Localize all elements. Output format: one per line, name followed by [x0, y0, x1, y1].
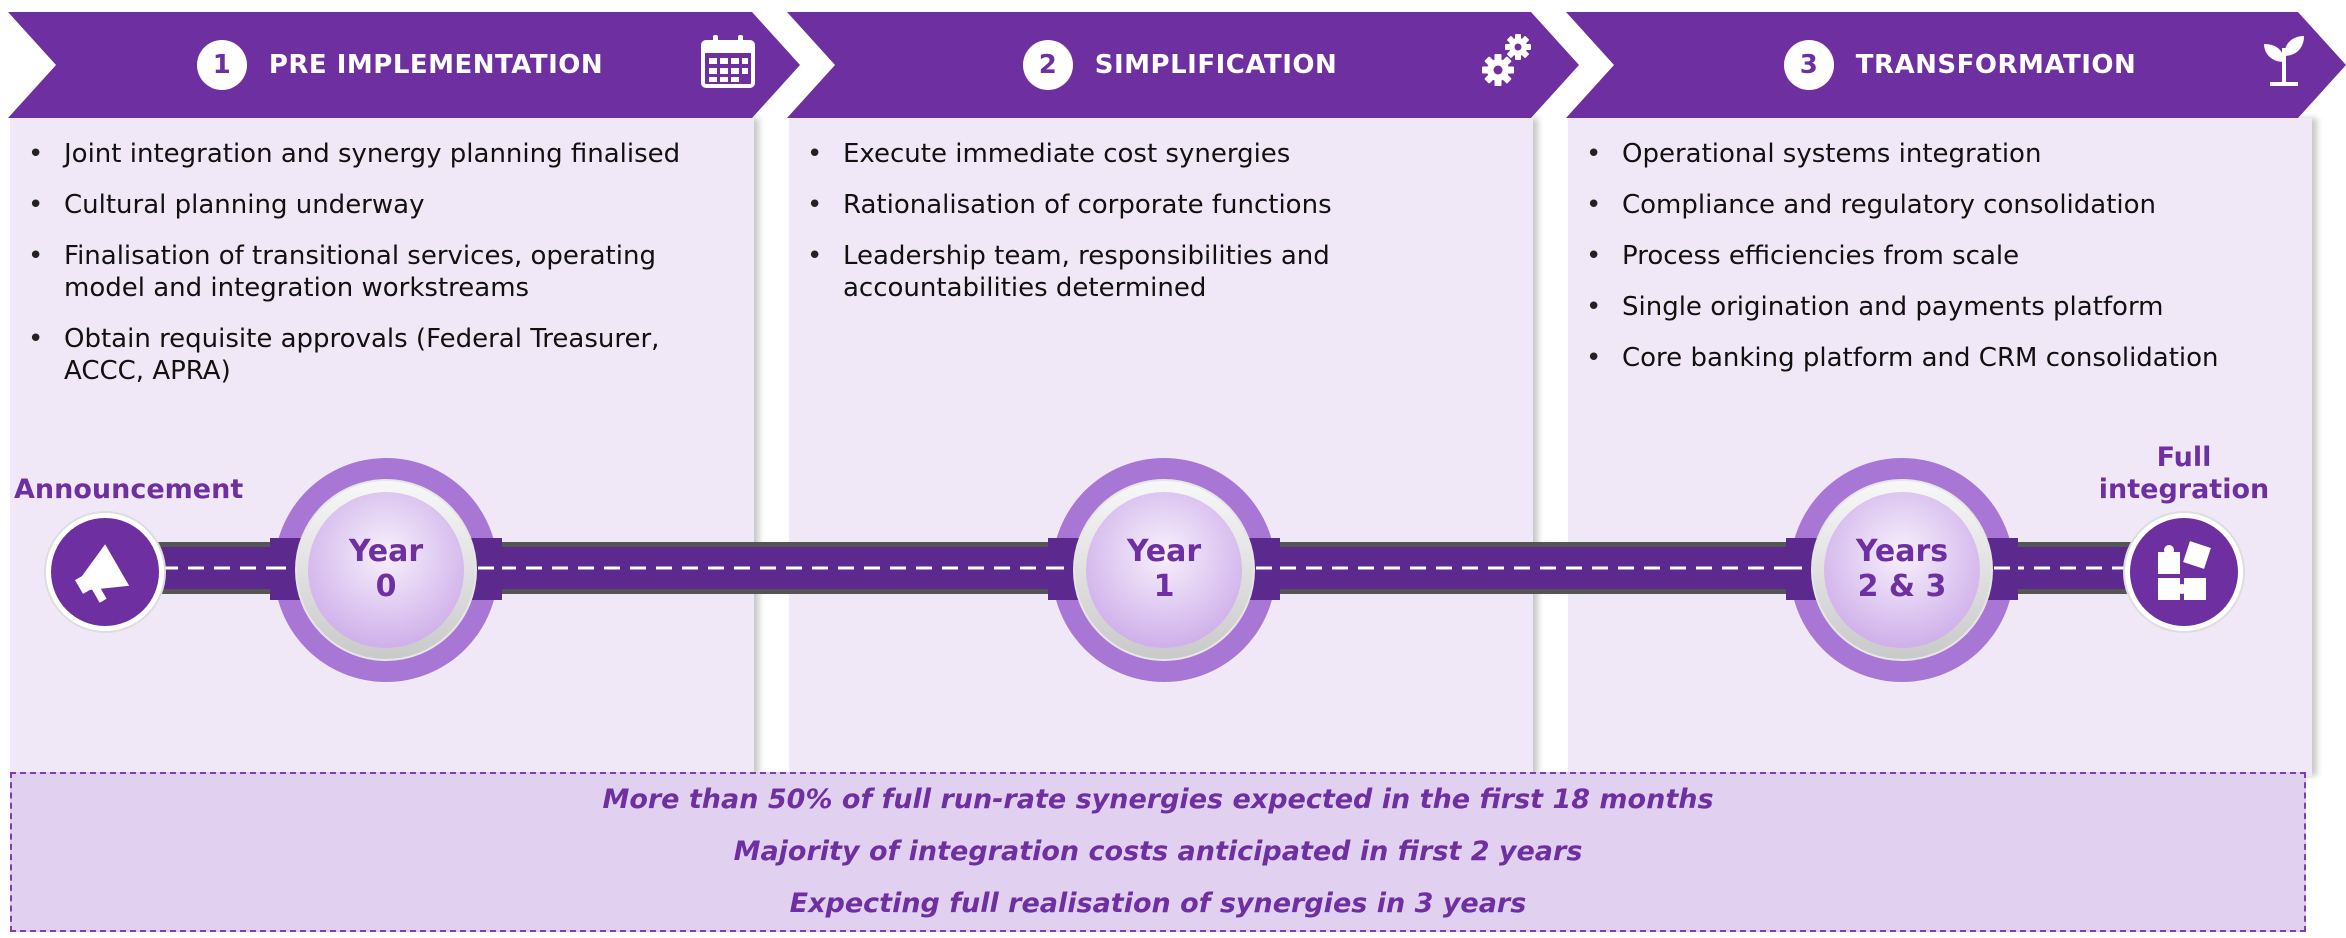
list-item: Joint integration and synergy planning f… [28, 138, 744, 170]
phase-title: TRANSFORMATION [1855, 50, 2137, 80]
phase-header-2: 2 SIMPLIFICATION [840, 12, 1520, 118]
gears-icon [1482, 34, 1531, 86]
phase-1-bullet-list: Joint integration and synergy planning f… [10, 138, 744, 406]
phase-header-3: 3 TRANSFORMATION [1620, 12, 2300, 118]
list-item: Finalisation of transitional services, o… [28, 240, 744, 304]
full-integration-line2: integration [2098, 474, 2270, 505]
phase-number-badge: 1 [196, 40, 247, 90]
milestone-years23-label: Years 2 & 3 [1822, 534, 1982, 604]
list-item: Rationalisation of corporate functions [807, 189, 1523, 221]
phase-number-badge: 3 [1783, 40, 1834, 90]
phase-title: PRE IMPLEMENTATION [268, 50, 604, 80]
milestone-text: Years [1855, 534, 1949, 569]
puzzle-icon [2123, 511, 2245, 633]
list-item: Execute immediate cost synergies [807, 138, 1523, 170]
phase-header-1: 1 PRE IMPLEMENTATION [60, 12, 740, 118]
list-item: Cultural planning underway [28, 189, 744, 221]
synergy-summary-box: More than 50% of full run-rate synergies… [10, 772, 2306, 932]
announcement-label: Announcement [14, 474, 244, 505]
milestone-text: Year [1126, 534, 1202, 569]
milestone-year0-label: Year 0 [306, 534, 466, 604]
calendar-icon [701, 35, 755, 88]
list-item: Obtain requisite approvals (Federal Trea… [28, 323, 744, 387]
megaphone-icon [44, 511, 166, 633]
phase-header-arrow-3 [1566, 12, 2346, 118]
milestone-ring-year1 [1048, 458, 1280, 682]
phase-header-arrow-2 [787, 12, 1579, 118]
phase-header-arrow-1 [8, 12, 800, 118]
full-integration-label: Full integration [2084, 442, 2284, 506]
milestone-text: 1 [1153, 569, 1175, 604]
milestone-ring-year0 [270, 458, 502, 682]
milestone-text: Year [348, 534, 424, 569]
phase-number-badge: 2 [1022, 40, 1073, 90]
milestone-text: 2 & 3 [1857, 569, 1947, 604]
phase-title: SIMPLIFICATION [1094, 50, 1338, 80]
list-item: Operational systems integration [1586, 138, 2302, 170]
phase-3-bullet-list: Operational systems integration Complian… [1568, 138, 2302, 393]
summary-line: More than 50% of full run-rate synergies… [602, 784, 1714, 815]
list-item: Leadership team, responsibilities and ac… [807, 240, 1523, 304]
list-item: Compliance and regulatory consolidation [1586, 189, 2302, 221]
phase-2-bullet-list: Execute immediate cost synergies Rationa… [789, 138, 1523, 323]
summary-line: Majority of integration costs anticipate… [733, 836, 1583, 867]
list-item: Core banking platform and CRM consolidat… [1586, 342, 2302, 374]
list-item: Single origination and payments platform [1586, 291, 2302, 323]
sprout-icon [2264, 36, 2304, 86]
milestone-ring-years23 [1786, 458, 2018, 682]
full-integration-line1: Full [2156, 442, 2212, 473]
summary-line: Expecting full realisation of synergies … [789, 888, 1527, 919]
milestone-year1-label: Year 1 [1084, 534, 1244, 604]
milestone-text: 0 [375, 569, 397, 604]
list-item: Process efficiencies from scale [1586, 240, 2302, 272]
